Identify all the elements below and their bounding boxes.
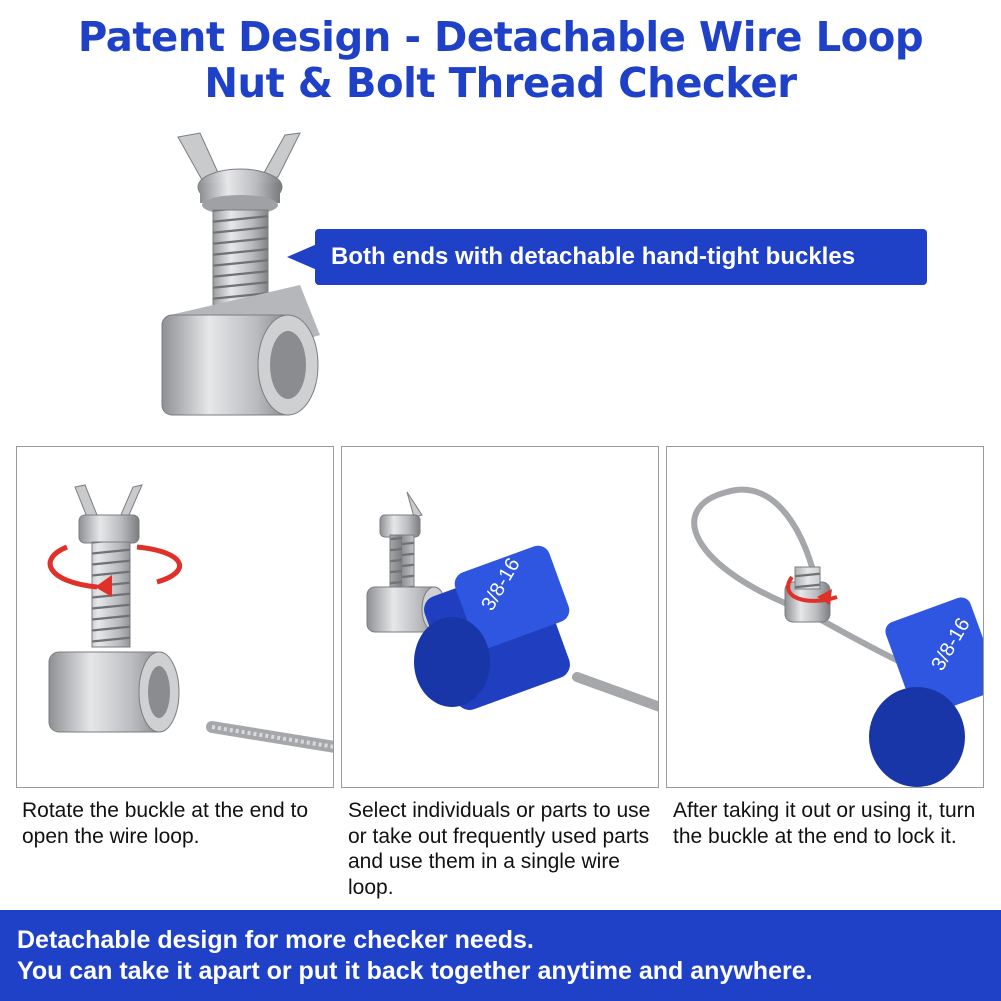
callout-pointer [287,244,317,270]
buckle-hero-image [161,132,320,416]
caption-rotate-buckle: Rotate the buckle at the end to open the… [22,799,309,848]
lock-buckle-image: 3/8-16 [691,486,983,787]
panel-select-parts: 3/8-16 [341,446,659,788]
panel-rotate-buckle [16,446,334,788]
footer-line-2: You can take it apart or put it back tog… [17,957,813,985]
title-line-2: Nut & Bolt Thread Checker [204,59,797,107]
page-title: Patent Design - Detachable Wire Loop Nut… [0,14,1001,106]
rotate-buckle-image [47,484,333,753]
panel-lock-buckle: 3/8-16 [666,446,984,788]
select-parts-image: 3/8-16 [366,491,658,712]
footer-line-1: Detachable design for more checker needs… [17,926,534,954]
callout-label: Both ends with detachable hand-tight buc… [315,229,927,285]
footer-banner: Detachable design for more checker needs… [0,910,1001,1001]
title-line-1: Patent Design - Detachable Wire Loop [77,13,924,61]
caption-select-parts: Select individuals or parts to use or ta… [348,799,651,899]
caption-lock-buckle: After taking it out or using it, turn th… [673,799,976,848]
